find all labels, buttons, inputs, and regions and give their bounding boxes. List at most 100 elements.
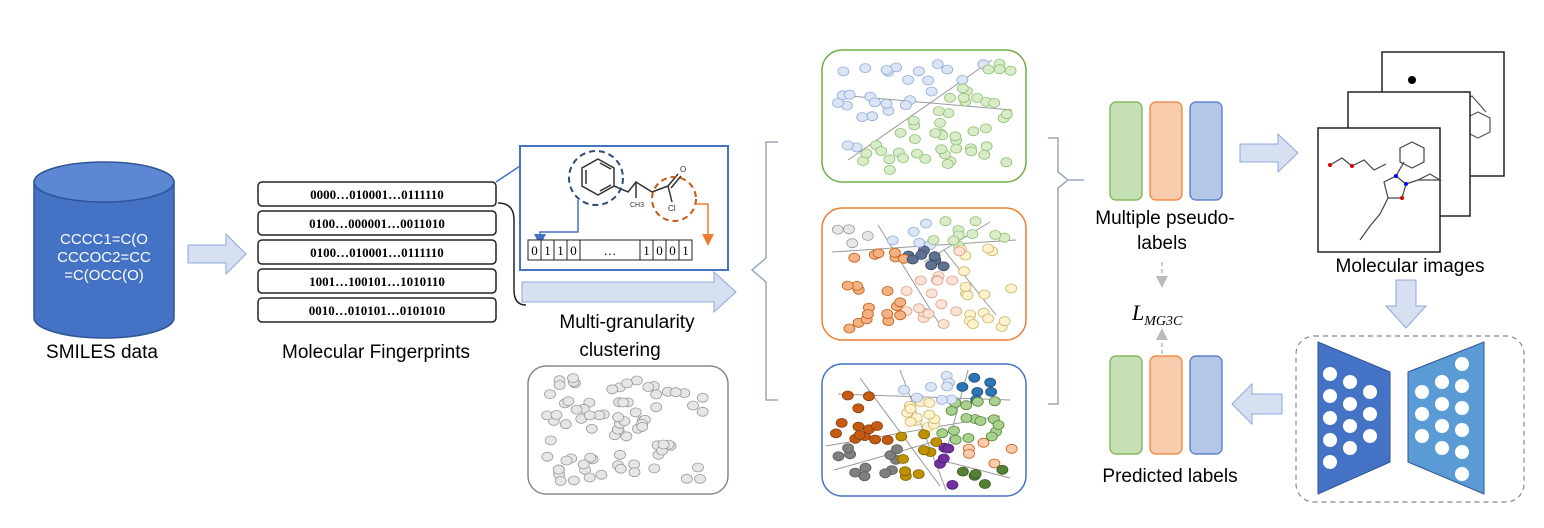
cluster-point xyxy=(971,93,984,103)
data-point xyxy=(669,387,682,398)
cluster-point xyxy=(978,149,991,160)
fingerprint-row-2: 0100…000001…0011010 xyxy=(309,216,445,231)
cluster-point xyxy=(956,381,969,392)
cluster-point xyxy=(895,431,908,442)
bit-cell-value: 0 xyxy=(656,243,663,258)
cluster-point xyxy=(953,246,966,257)
chlorine-bit-arrow xyxy=(694,203,714,246)
cluster-point xyxy=(967,319,979,330)
cluster-point xyxy=(872,248,885,259)
neuron xyxy=(1455,357,1469,371)
data-point xyxy=(554,476,567,486)
methyl-label: CH3 xyxy=(630,202,644,209)
unclustered-points xyxy=(541,373,709,486)
cluster-point xyxy=(967,126,980,137)
chlorine-highlight-circle xyxy=(651,176,697,222)
arrow-smiles-to-fingerprints xyxy=(187,232,247,276)
cluster-point xyxy=(869,434,881,445)
cluster-point xyxy=(936,428,949,439)
cluster-point xyxy=(880,65,893,75)
neuron xyxy=(1455,401,1469,415)
cluster-point xyxy=(956,75,969,85)
cluster-point xyxy=(989,230,1002,240)
cluster-point xyxy=(1000,157,1013,168)
neuron xyxy=(1455,467,1469,481)
cluster-point xyxy=(913,303,925,314)
coarse-cluster-points xyxy=(832,59,1017,175)
encoder-trapezoid xyxy=(1317,341,1391,495)
loss-symbol: LMG3C xyxy=(1131,300,1183,329)
cluster-point xyxy=(902,75,915,85)
granularity-brace xyxy=(750,141,778,401)
cluster-point xyxy=(907,115,920,126)
cluster-point xyxy=(841,390,854,401)
cluster-point xyxy=(842,443,854,454)
arrow-cnn-to-predicted xyxy=(1231,382,1283,426)
cluster-point xyxy=(941,381,953,392)
cluster-point xyxy=(879,468,892,479)
bit-cell-value: 0 xyxy=(531,243,538,258)
cluster-point xyxy=(998,316,1011,327)
neuron xyxy=(1323,433,1337,447)
cluster-point xyxy=(1001,109,1013,120)
cluster-point xyxy=(980,141,993,152)
pseudo-label-bars xyxy=(1109,101,1223,201)
data-point xyxy=(642,382,655,392)
neuron xyxy=(1435,375,1449,389)
cluster-point xyxy=(959,281,972,292)
cluster-point xyxy=(900,286,913,296)
cluster-point xyxy=(904,403,917,414)
cluster-point xyxy=(934,118,946,128)
cluster-point xyxy=(1005,283,1018,294)
cluster-point xyxy=(862,309,874,320)
cluster-point xyxy=(897,153,909,163)
cluster-point xyxy=(843,323,856,334)
cluster-point xyxy=(894,297,907,308)
cluster-point xyxy=(831,224,844,235)
neuron xyxy=(1323,455,1337,469)
cluster-point xyxy=(965,146,978,157)
data-point xyxy=(562,396,575,407)
cluster-point xyxy=(863,391,875,402)
cluster-point xyxy=(832,451,845,462)
cluster-point xyxy=(929,128,942,139)
bit-cell-value: … xyxy=(604,243,617,258)
cluster-point xyxy=(980,123,992,134)
data-point xyxy=(621,378,633,389)
heteroatoms xyxy=(1328,163,1408,200)
cluster-point xyxy=(971,386,984,397)
molecule-drawing-front xyxy=(1329,141,1443,241)
cluster-point xyxy=(974,416,987,426)
neuron xyxy=(1435,441,1449,455)
cluster-point xyxy=(982,64,995,75)
cluster-point xyxy=(957,92,970,103)
cluster-point xyxy=(920,218,932,229)
chlorine-label: Cl xyxy=(668,204,676,213)
cluster-point xyxy=(925,260,937,271)
cluster-point xyxy=(944,92,956,103)
cluster-point xyxy=(848,252,861,263)
neuron xyxy=(1363,407,1377,421)
bit-cell-value: 1 xyxy=(682,243,689,258)
clustering-label-line-2: clustering xyxy=(579,340,660,361)
cluster-point xyxy=(899,466,911,477)
cluster-point xyxy=(946,275,959,286)
cluster-point xyxy=(881,435,894,445)
fingerprint-bracket xyxy=(497,202,527,306)
cluster-point xyxy=(957,466,969,477)
data-point xyxy=(650,402,663,413)
data-point xyxy=(606,384,619,395)
cluster-point xyxy=(904,416,917,427)
neuron xyxy=(1343,441,1357,455)
fine-cluster-points xyxy=(830,370,1018,490)
cluster-point xyxy=(911,148,923,159)
cluster-point xyxy=(950,143,963,154)
data-point xyxy=(636,421,649,432)
smiles-database-cylinder xyxy=(33,161,175,339)
bit-cell-value: 1 xyxy=(544,243,551,258)
neuron xyxy=(1415,385,1429,399)
neuron xyxy=(1323,389,1337,403)
neuron xyxy=(1435,397,1449,411)
cluster-point xyxy=(881,308,894,319)
cluster-point xyxy=(922,75,935,86)
